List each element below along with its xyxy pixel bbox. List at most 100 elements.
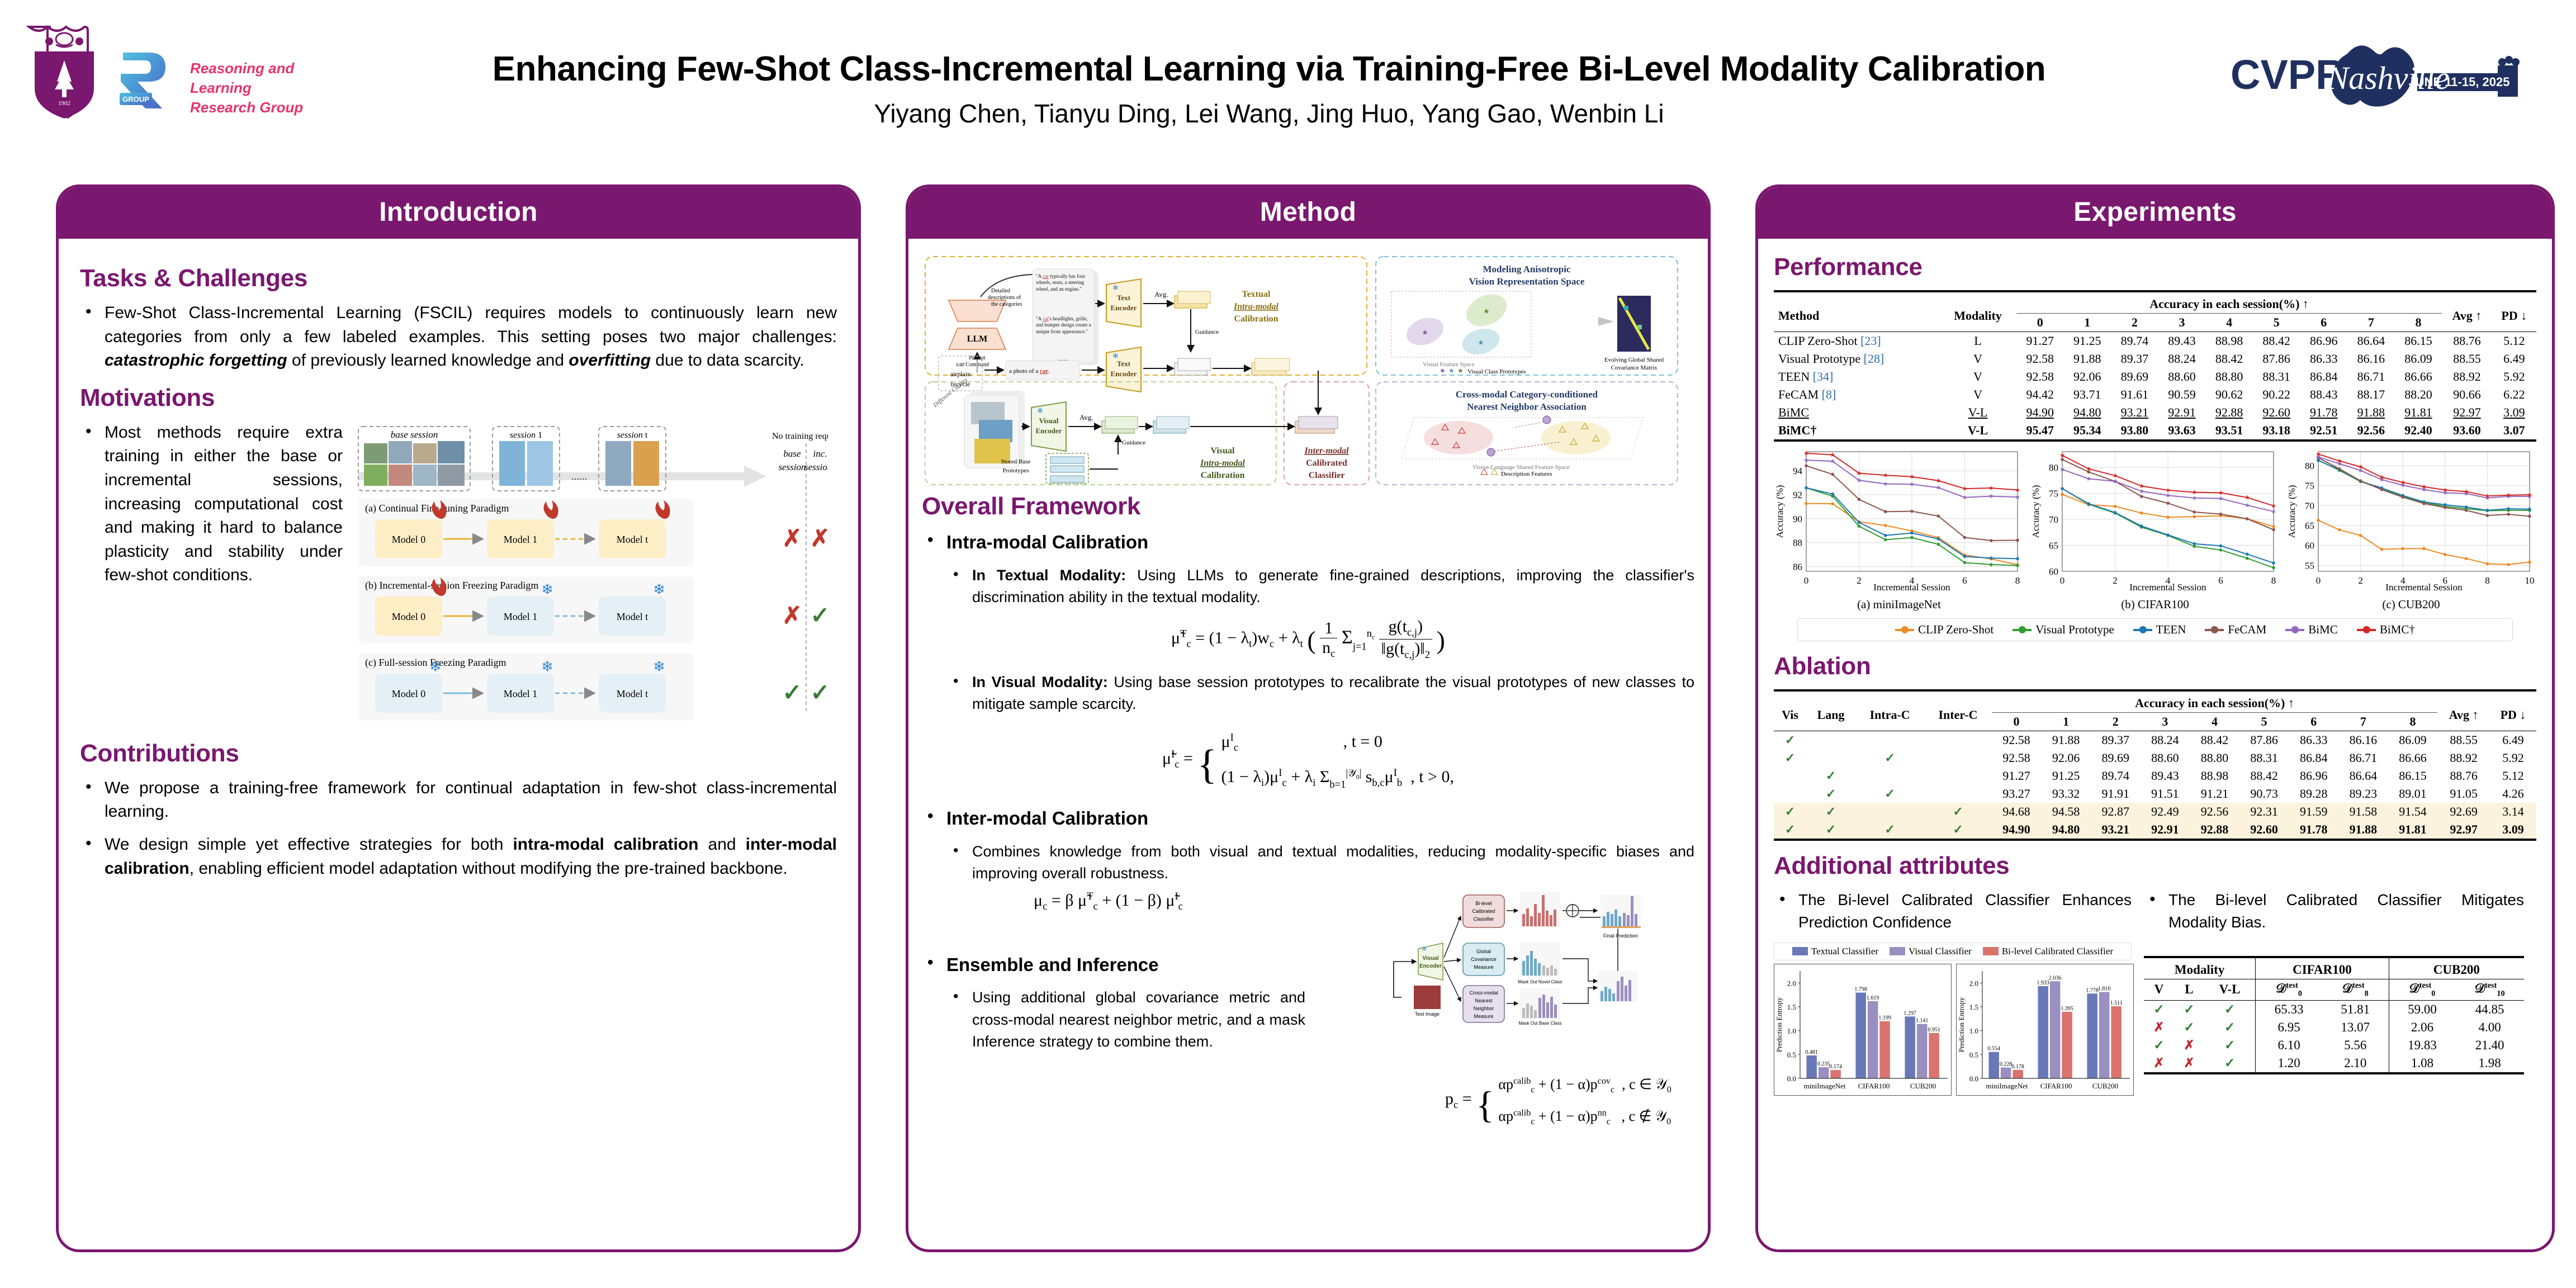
- abl-session-3: 3: [2162, 714, 2168, 728]
- visual-title: Visual: [1211, 446, 1235, 456]
- svg-text:★: ★: [1478, 338, 1484, 347]
- svg-text:70: 70: [2305, 500, 2314, 511]
- svg-text:86: 86: [1793, 561, 1802, 572]
- svg-text:6: 6: [1962, 575, 1967, 586]
- flame-icon: [432, 500, 670, 519]
- svg-text:Incremental Session: Incremental Session: [1873, 582, 1950, 593]
- svg-text:1.199: 1.199: [1878, 1015, 1891, 1021]
- perf-session-4: 4: [2226, 315, 2233, 329]
- legend-item-5: BiMC†: [2356, 623, 2415, 637]
- inter-modal-title: Inter-modal: [1304, 446, 1349, 456]
- abl-session-4: 4: [2212, 714, 2218, 728]
- anisotropic-title-1: Modeling Anisotropic: [1483, 264, 1571, 274]
- cross-icon: ✗: [782, 603, 802, 629]
- svg-text:0.0: 0.0: [1787, 1074, 1796, 1083]
- figure-base-session-label: base session: [391, 429, 438, 440]
- abl-val-3: 88.24: [2151, 733, 2179, 747]
- mod-mark-0: ✗: [2153, 1020, 2165, 1034]
- tasks-challenges-list: Few-Shot Class-Incremental Learning (FSC…: [80, 300, 837, 373]
- perf-val-7: 88.17: [2357, 387, 2385, 401]
- abl-val-4: 88.98: [2200, 769, 2229, 783]
- chart-caption-2: (c) CUB200: [2382, 598, 2440, 611]
- cross-icon: ✗: [782, 526, 802, 552]
- perf-val-7: 91.88: [2357, 405, 2385, 419]
- global-label: Global: [1476, 949, 1491, 954]
- cvpr-text: CVPR: [2231, 51, 2346, 98]
- formula-visual-calibration: μ̃Ic = { μIc , t = 0 (1 − λi)μIc + λi Σb…: [1162, 732, 1454, 791]
- svg-text:1.798: 1.798: [1854, 986, 1867, 992]
- model-1-label-c: Model 1: [504, 688, 538, 699]
- mod-dset-1: 𝒟test8: [2342, 981, 2369, 998]
- legend-swatch-4: [2285, 626, 2305, 633]
- citation-ref: [8]: [1821, 387, 1836, 401]
- svg-text:miniImageNet: miniImageNet: [1803, 1082, 1845, 1090]
- perf-val-8: 88.20: [2404, 387, 2432, 401]
- textual-modality-label: In Textual Modality:: [972, 566, 1126, 584]
- perf-val-8: 92.40: [2404, 423, 2432, 437]
- contrib2-c: and: [698, 835, 746, 854]
- svg-text:4: 4: [2166, 575, 2171, 586]
- flame-icon: [432, 577, 447, 596]
- svg-text:CIFAR100: CIFAR100: [2040, 1082, 2072, 1090]
- abl-avg-cell: 92.97: [2450, 822, 2478, 836]
- abl-val-1: 94.58: [2052, 804, 2080, 818]
- abl-val-8: 86.09: [2399, 733, 2427, 747]
- abl-val-0: 92.58: [2002, 733, 2030, 747]
- svg-text:70: 70: [2049, 514, 2058, 525]
- list-item: We design simple yet effective strategie…: [80, 832, 837, 880]
- abl-val-7: 91.58: [2349, 804, 2378, 818]
- abl-val-4: 92.56: [2200, 804, 2229, 818]
- svg-text:Accuracy (%): Accuracy (%): [1774, 485, 1785, 538]
- perf-col-avg: Avg ↑: [2452, 308, 2482, 323]
- abl-avg-cell: 92.69: [2450, 804, 2478, 818]
- guidance-label-top: Guidance: [1195, 329, 1219, 335]
- perf-val-3: 90.59: [2168, 387, 2196, 401]
- mod-val-3: 1.98: [2478, 1055, 2501, 1070]
- test-image-label: Test Image: [1415, 1011, 1439, 1017]
- snowflake-icon: ❄: [429, 659, 442, 675]
- chart-caption-1: (b) CIFAR100: [2121, 598, 2189, 611]
- perf-val-0: 92.58: [2026, 370, 2054, 383]
- abl-session-8: 8: [2409, 714, 2416, 728]
- photo-prompt: a photo of a car.: [1009, 368, 1050, 375]
- overall-framework-title: Overall Framework: [922, 493, 1141, 520]
- svg-text:1.511: 1.511: [2110, 1000, 2123, 1006]
- llm-label: LLM: [967, 334, 987, 344]
- contrib2-intra: intra-modal calibration: [513, 835, 699, 854]
- citation-ref: [34]: [1812, 370, 1834, 383]
- calibrated-label: Calibrated: [1472, 908, 1495, 914]
- model-1-label-a: Model 1: [504, 534, 538, 545]
- perf-method-cell: BiMC: [1778, 405, 1810, 419]
- svg-text:Incremental Session: Incremental Session: [2385, 582, 2463, 593]
- model-t-label-c: Model t: [617, 688, 648, 699]
- perf-val-2: 89.74: [2120, 334, 2149, 348]
- abl-mark-1: ✓: [1825, 804, 1836, 818]
- model-0-label-a: Model 0: [392, 534, 426, 545]
- abl-group-header: Accuracy in each session(%) ↑: [1991, 690, 2438, 713]
- svg-text:1.810: 1.810: [2098, 986, 2111, 992]
- visual-encoder-inf: Visual: [1422, 955, 1438, 962]
- abl-col-lang: Lang: [1817, 707, 1845, 722]
- svg-text:94: 94: [1793, 466, 1803, 476]
- mod-mark-1: ✓: [2184, 1020, 2195, 1034]
- check-icon: ✓: [810, 603, 828, 629]
- visual-calibration: Calibration: [1200, 471, 1244, 480]
- perf-val-6: 86.33: [2310, 352, 2338, 366]
- perf-avg-cell: 92.97: [2453, 405, 2481, 419]
- abl-mark-0: [1774, 767, 1806, 785]
- rlg-group-text: GROUP: [122, 95, 149, 103]
- check-icon: ✓: [810, 680, 828, 706]
- legend-label-1: Visual Prototype: [2035, 623, 2114, 636]
- list-item: The Bi-level Calibrated Classifier Enhan…: [1774, 888, 2132, 934]
- abl-mark-1: ✓: [1825, 769, 1836, 783]
- abl-mark-1: [1806, 749, 1855, 767]
- intra-modal-heading: Intra-modal Calibration: [922, 528, 1694, 556]
- svg-text:1.395: 1.395: [2061, 1005, 2073, 1011]
- abl-val-2: 91.91: [2101, 787, 2130, 801]
- model-1-label-b: Model 1: [504, 611, 538, 622]
- mod-mark-1: ✗: [2184, 1038, 2195, 1052]
- svg-text:★: ★: [1422, 328, 1428, 337]
